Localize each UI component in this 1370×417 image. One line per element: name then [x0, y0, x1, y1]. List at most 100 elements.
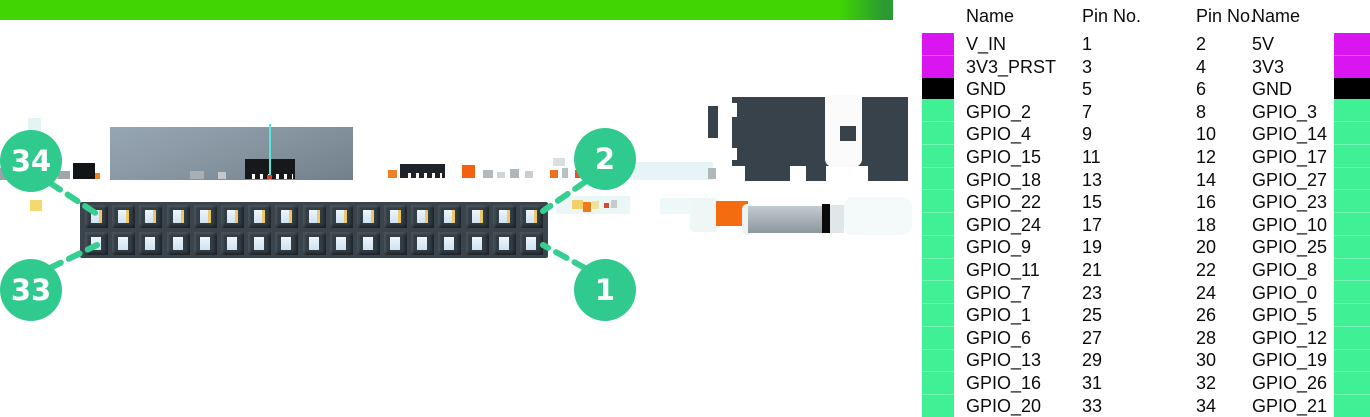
pin-socket: [471, 210, 483, 223]
pin-name-left: GPIO_20: [966, 395, 1042, 416]
io-connector-leg: [745, 166, 790, 181]
pin-socket: [526, 237, 536, 250]
header-pin: [302, 205, 326, 228]
smd-component: [604, 203, 609, 208]
pin-name-right: GND: [1252, 79, 1292, 100]
capacitor-end: [830, 205, 844, 233]
header-name-right: Name: [1252, 6, 1301, 26]
gpio-header: [80, 202, 548, 258]
header-pin: [220, 205, 244, 228]
pin-category-segment: [922, 189, 954, 213]
pin-category-segment: [922, 348, 954, 372]
pin-name-right: GPIO_12: [1252, 327, 1328, 348]
header-pin: [112, 232, 136, 255]
header-pin: [166, 232, 190, 255]
header-pin: [465, 205, 489, 228]
pin-socket: [362, 237, 373, 250]
pin-category-segment: [1334, 99, 1370, 122]
pin-number-right: 20: [1196, 237, 1217, 258]
pin-row-top: [80, 205, 548, 228]
header-pin: [139, 232, 163, 255]
pin-name-left: GPIO_9: [966, 237, 1032, 258]
pin-name-left: GPIO_22: [966, 192, 1042, 213]
pin-color-bar-left: [922, 33, 954, 417]
smd-component: [708, 168, 716, 179]
pin-category-segment: [922, 280, 954, 304]
pin-category-segment: [1334, 394, 1370, 417]
pin-name-left: GPIO_24: [966, 214, 1042, 235]
pin-category-segment: [922, 121, 954, 144]
ic-chip: [73, 163, 95, 179]
pin-category-segment: [1334, 166, 1370, 190]
pcb-edge: [0, 0, 893, 20]
pin-socket: [471, 237, 482, 250]
chip-pins: [403, 173, 442, 178]
pin-name-right: GPIO_26: [1252, 372, 1328, 393]
header-pin: [248, 232, 272, 255]
pin-category-segment: [922, 33, 954, 55]
pin-number-right: 22: [1196, 259, 1217, 280]
pin-name-left: GPIO_4: [966, 124, 1032, 145]
smd-component: [525, 171, 533, 178]
pin-number-left: 23: [1082, 282, 1103, 303]
capacitor-band: [822, 204, 830, 233]
pin-number-right: 24: [1196, 282, 1217, 303]
usb-port-contact: [840, 126, 856, 141]
smd-component: [708, 106, 718, 138]
electrolytic-capacitor: [748, 206, 824, 233]
header-pin: [193, 205, 217, 228]
pin-name-left: GPIO_6: [966, 327, 1032, 348]
pin-socket: [281, 210, 293, 223]
connector-notch: [732, 148, 737, 160]
header-pin: [275, 205, 299, 228]
smd-component: [190, 171, 204, 179]
smd-component: [510, 169, 519, 178]
pin-category-segment: [922, 143, 954, 167]
smd-component: [497, 172, 505, 178]
pin-number-left: 31: [1082, 372, 1103, 393]
pin-socket: [444, 210, 456, 223]
pin-socket: [417, 237, 428, 250]
pin-socket: [308, 210, 320, 223]
pin-category-segment: [1334, 234, 1370, 258]
header-pin: [411, 205, 435, 228]
pin-category-segment: [922, 257, 954, 281]
pin-number-right: 8: [1196, 101, 1207, 122]
pin-number-left: 5: [1082, 79, 1093, 100]
smd-component: [583, 202, 591, 212]
pin-name-right: GPIO_3: [1252, 101, 1318, 122]
pin-category-segment: [922, 371, 954, 395]
header-pin: [384, 232, 408, 255]
pin-socket: [498, 237, 509, 250]
pin-socket: [145, 237, 156, 250]
header-pin: [356, 205, 380, 228]
pin-number-left: 3: [1082, 56, 1093, 77]
pin-socket: [172, 237, 183, 250]
smd-component: [95, 173, 100, 179]
pin-category-segment: [1334, 143, 1370, 167]
pin-name-right: GPIO_14: [1252, 124, 1328, 145]
pin-category-segment: [922, 212, 954, 235]
header-pin: [384, 205, 408, 228]
pin-number-left: 19: [1082, 237, 1103, 258]
header-name-left: Name: [966, 6, 1015, 26]
pin-category-segment: [1334, 33, 1370, 55]
smd-component: [58, 171, 70, 179]
pin-number-right: 4: [1196, 56, 1207, 77]
smd-component: [592, 201, 599, 209]
pin-category-segment: [1334, 257, 1370, 281]
pin-category-segment: [1334, 348, 1370, 372]
header-pin: [166, 205, 190, 228]
pin-callout-1: 1: [574, 259, 636, 321]
io-connector-leg: [868, 166, 908, 181]
pin-number-right: 2: [1196, 34, 1207, 54]
pin-socket: [91, 237, 101, 250]
pin-category-segment: [922, 394, 954, 417]
header-pin: [438, 232, 462, 255]
pin-number-right: 28: [1196, 327, 1217, 348]
